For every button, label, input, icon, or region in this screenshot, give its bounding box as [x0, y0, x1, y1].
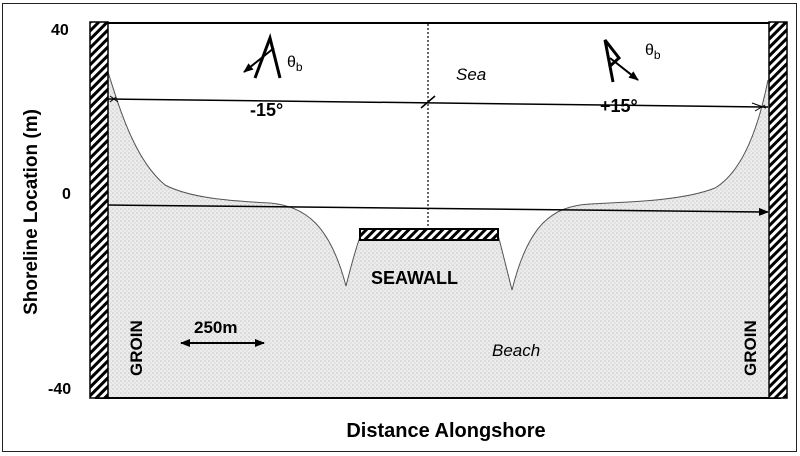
y-axis-label: Shoreline Location (m) — [21, 109, 42, 315]
y-tick-40: 40 — [51, 22, 69, 39]
angle-right-label: +15° — [600, 96, 638, 116]
groin-right — [768, 21, 788, 399]
center-break-mark — [420, 95, 436, 109]
x-axis-label: Distance Alongshore — [346, 420, 545, 442]
angle-reference-line — [107, 98, 769, 108]
left-end-tick — [109, 95, 119, 103]
left-wave-symbol — [243, 32, 282, 79]
groin-right-label: GROIN — [741, 320, 760, 376]
figure-frame — [2, 3, 797, 452]
seawall-label: SEAWALL — [371, 268, 458, 288]
right-wave-symbol — [603, 39, 639, 83]
scale-bar-label: 250m — [194, 318, 237, 337]
groin-left — [89, 21, 109, 399]
groin-left-label: GROIN — [127, 320, 146, 376]
sea-label: Sea — [456, 65, 486, 84]
y-tick-neg40: -40 — [48, 381, 71, 398]
theta-right: θb — [645, 42, 661, 62]
right-end-tick — [751, 102, 767, 112]
y-tick-0: 0 — [62, 186, 71, 203]
theta-left: θb — [287, 54, 303, 74]
seawall — [359, 228, 499, 241]
shoreline-curve — [107, 71, 769, 291]
scale-bar: 250m — [180, 318, 265, 347]
initial-shoreline-arrow — [107, 204, 769, 216]
beach-label: Beach — [492, 341, 540, 360]
angle-left-label: -15° — [250, 100, 283, 120]
